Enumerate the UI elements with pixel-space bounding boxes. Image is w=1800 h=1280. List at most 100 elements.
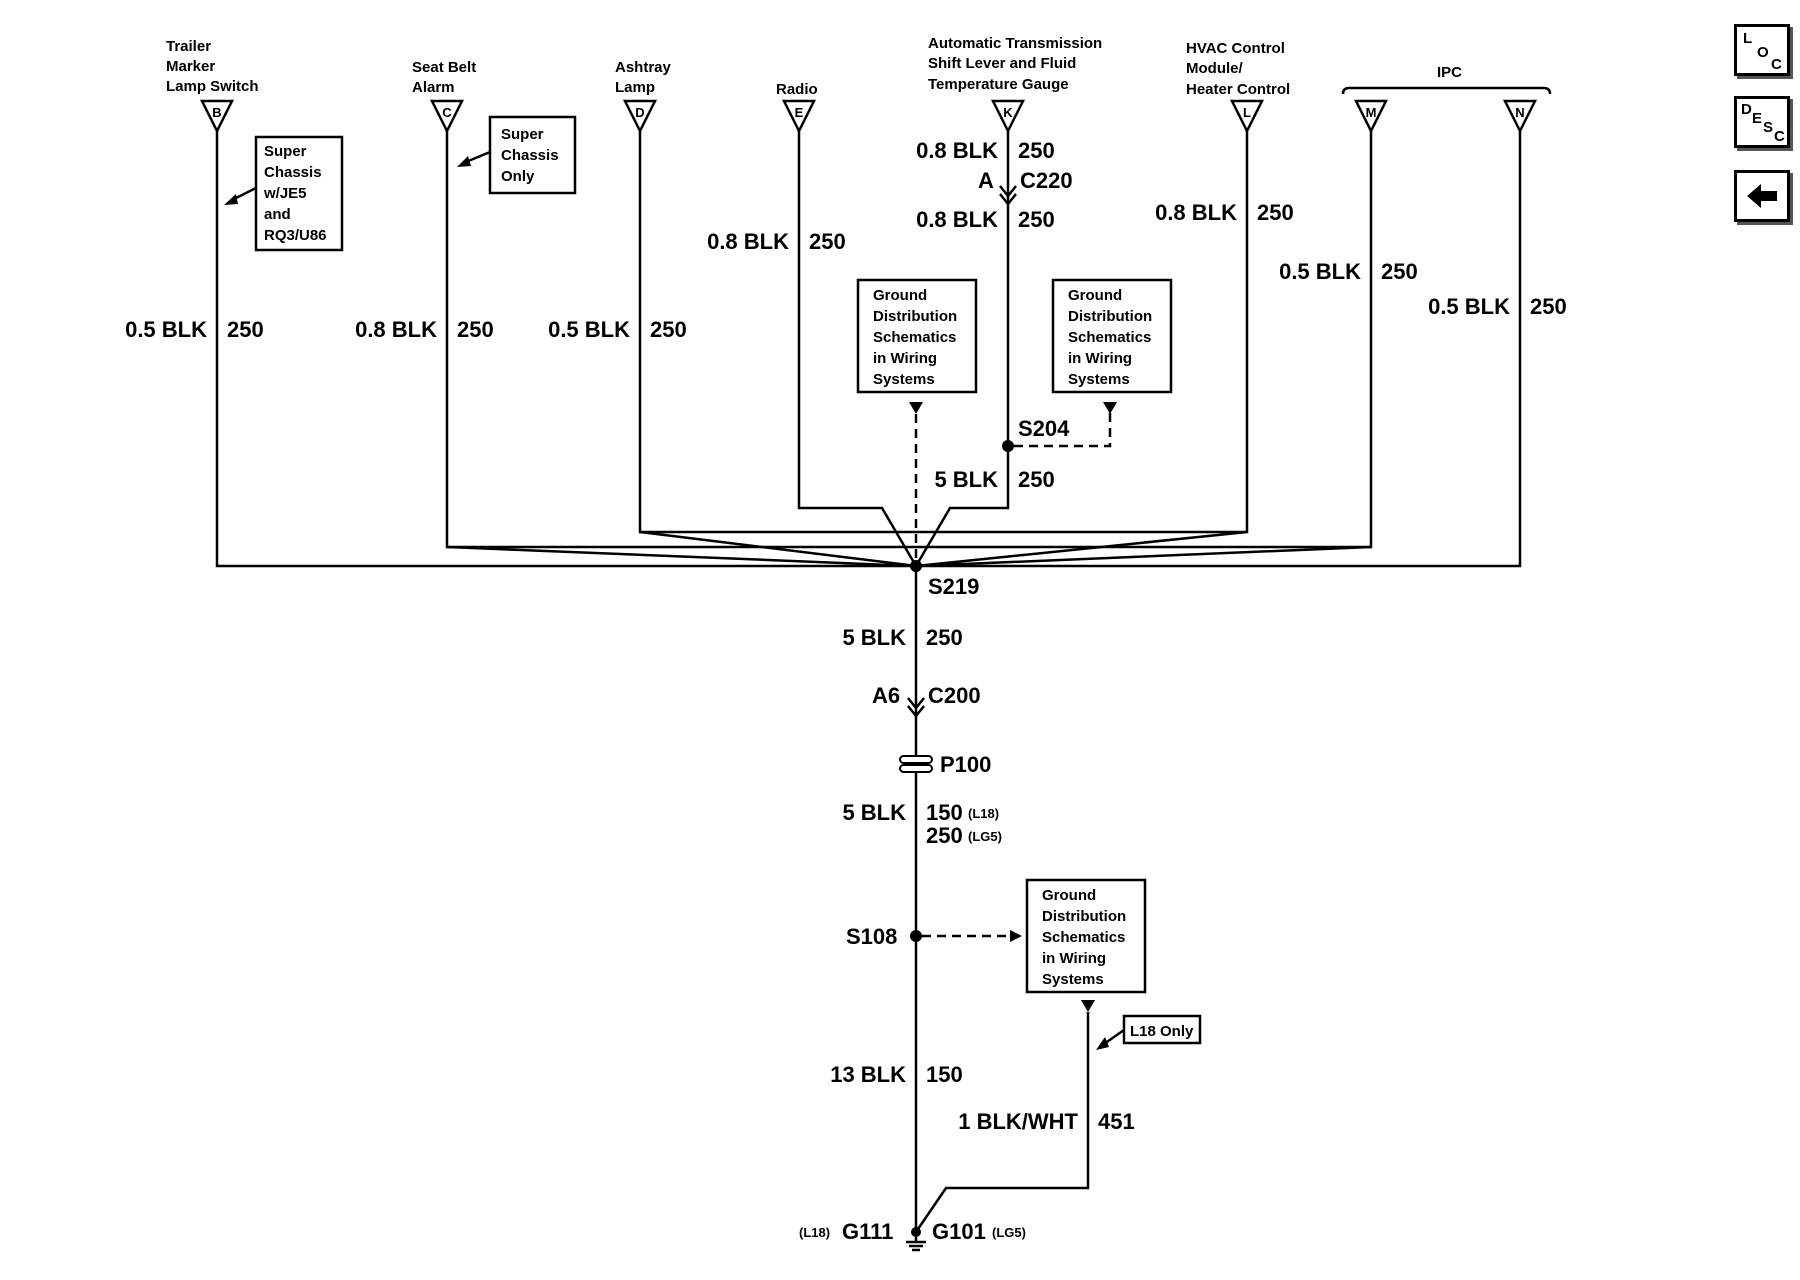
note-ground-distribution-3[interactable]: Ground Distribution Schematics in Wiring…: [1025, 878, 1147, 994]
svg-text:and: and: [264, 206, 291, 223]
ground-label-g101: G101: [932, 1219, 986, 1244]
component-label: Temperature Gauge: [928, 76, 1069, 93]
svg-text:250: 250: [1018, 207, 1055, 232]
wire-label-k-lower: 0.8 BLK 250: [916, 207, 1055, 232]
wire-label-n: 0.5 BLK 250: [1428, 294, 1567, 319]
desc-glyph: C: [1774, 128, 1785, 145]
splice-s219: S219: [910, 560, 979, 599]
svg-text:250: 250: [1257, 200, 1294, 225]
component-seat-belt-alarm: Seat Belt Alarm: [412, 59, 476, 96]
svg-text:Systems: Systems: [1042, 971, 1104, 988]
splice-label: S204: [1018, 416, 1070, 441]
passthrough-label: P100: [940, 752, 991, 777]
svg-text:0.5 BLK: 0.5 BLK: [548, 317, 630, 342]
svg-text:0.8 BLK: 0.8 BLK: [355, 317, 437, 342]
component-ipc: IPC: [1341, 64, 1552, 95]
svg-text:RQ3/U86: RQ3/U86: [264, 227, 327, 244]
svg-text:in Wiring: in Wiring: [873, 350, 937, 367]
wire-451: [914, 1000, 1095, 1233]
wire-label-k-upper: 0.8 BLK 250: [916, 138, 1055, 163]
svg-text:250: 250: [926, 823, 963, 848]
pin-m: M: [1353, 99, 1389, 134]
svg-text:Systems: Systems: [1068, 371, 1130, 388]
loc-glyph: C: [1771, 56, 1782, 73]
splice-label: S219: [928, 574, 979, 599]
svg-text:(L18): (L18): [968, 806, 999, 821]
svg-text:250: 250: [1018, 138, 1055, 163]
desc-glyph: S: [1763, 119, 1774, 136]
wire-label-s219: 5 BLK 250: [842, 625, 962, 650]
component-label: HVAC Control: [1186, 40, 1285, 57]
desc-glyph: D: [1741, 101, 1752, 118]
svg-text:in Wiring: in Wiring: [1042, 950, 1106, 967]
svg-text:250: 250: [1018, 467, 1055, 492]
svg-text:Distribution: Distribution: [1042, 908, 1126, 925]
svg-text:13 BLK: 13 BLK: [830, 1062, 906, 1087]
wire-label-s108: 13 BLK 150: [830, 1062, 963, 1087]
wire-label-p100: 5 BLK 150 (L18) 250 (LG5): [842, 800, 1002, 848]
ipc-bracket: [1341, 86, 1552, 95]
svg-text:Schematics: Schematics: [873, 329, 956, 346]
note-ground-distribution-1[interactable]: Ground Distribution Schematics in Wiring…: [856, 278, 978, 394]
connector-name: C220: [1020, 168, 1073, 193]
left-arrow-icon: [1747, 184, 1777, 208]
svg-text:Distribution: Distribution: [1068, 308, 1152, 325]
component-label: IPC: [1437, 64, 1462, 81]
loc-button[interactable]: L O C: [1734, 24, 1790, 76]
svg-text:Chassis: Chassis: [264, 164, 322, 181]
connector-pin: A: [978, 168, 994, 193]
wire-k: [914, 131, 1010, 567]
connector-name: C200: [928, 683, 981, 708]
svg-text:L18 Only: L18 Only: [1130, 1023, 1194, 1040]
wire-label-d: 0.5 BLK 250: [548, 317, 687, 342]
harness-converge: [446, 530, 1372, 568]
component-label: Heater Control: [1186, 81, 1290, 98]
ground-symbol: [906, 1227, 926, 1252]
component-label: Ashtray: [615, 59, 672, 76]
component-label: Lamp: [615, 79, 655, 96]
pin-d: D: [622, 99, 658, 134]
svg-text:0.8 BLK: 0.8 BLK: [916, 138, 998, 163]
svg-text:Schematics: Schematics: [1068, 329, 1151, 346]
svg-text:L: L: [1243, 105, 1251, 120]
desc-glyph: E: [1752, 110, 1763, 127]
desc-button[interactable]: D E S C: [1734, 96, 1790, 148]
note-ground-distribution-2[interactable]: Ground Distribution Schematics in Wiring…: [1051, 278, 1173, 394]
component-label: Automatic Transmission: [928, 35, 1102, 52]
svg-text:5 BLK: 5 BLK: [842, 800, 906, 825]
component-ashtray-lamp: Ashtray Lamp: [615, 59, 672, 96]
pin-l: L: [1229, 99, 1265, 134]
dashed-ground-link-1: [909, 402, 923, 566]
svg-text:(LG5): (LG5): [968, 829, 1002, 844]
wire-e: [797, 131, 918, 567]
component-automatic-transmission: Automatic Transmission Shift Lever and F…: [928, 35, 1102, 93]
loc-glyph: L: [1743, 30, 1753, 47]
svg-text:B: B: [212, 105, 221, 120]
svg-text:0.5 BLK: 0.5 BLK: [1428, 294, 1510, 319]
svg-text:Ground: Ground: [873, 287, 927, 304]
wire-label-s204: 5 BLK 250: [934, 467, 1054, 492]
svg-text:0.8 BLK: 0.8 BLK: [916, 207, 998, 232]
svg-text:Super: Super: [501, 126, 544, 143]
component-label: Shift Lever and Fluid: [928, 55, 1076, 72]
wire-label-l: 0.8 BLK 250: [1155, 200, 1294, 225]
svg-text:Super: Super: [264, 143, 307, 160]
splice-s204: S204: [1002, 402, 1117, 452]
ground-option-lg5: (LG5): [992, 1225, 1026, 1240]
splice-s108: S108: [846, 924, 1022, 949]
svg-text:150: 150: [926, 800, 963, 825]
pin-k: K: [990, 99, 1026, 134]
svg-text:in Wiring: in Wiring: [1068, 350, 1132, 367]
wire-label-451: 1 BLK/WHT 451: [958, 1109, 1134, 1134]
svg-text:451: 451: [1098, 1109, 1135, 1134]
component-label: Module/: [1186, 60, 1243, 77]
back-button[interactable]: [1734, 170, 1790, 222]
wire-b: [215, 131, 916, 568]
note-l18-only: L18 Only: [1096, 1014, 1202, 1050]
component-label: Lamp Switch: [166, 78, 259, 95]
connector-pin: A6: [872, 683, 900, 708]
svg-text:5 BLK: 5 BLK: [842, 625, 906, 650]
svg-text:0.8 BLK: 0.8 BLK: [707, 229, 789, 254]
svg-text:5 BLK: 5 BLK: [934, 467, 998, 492]
